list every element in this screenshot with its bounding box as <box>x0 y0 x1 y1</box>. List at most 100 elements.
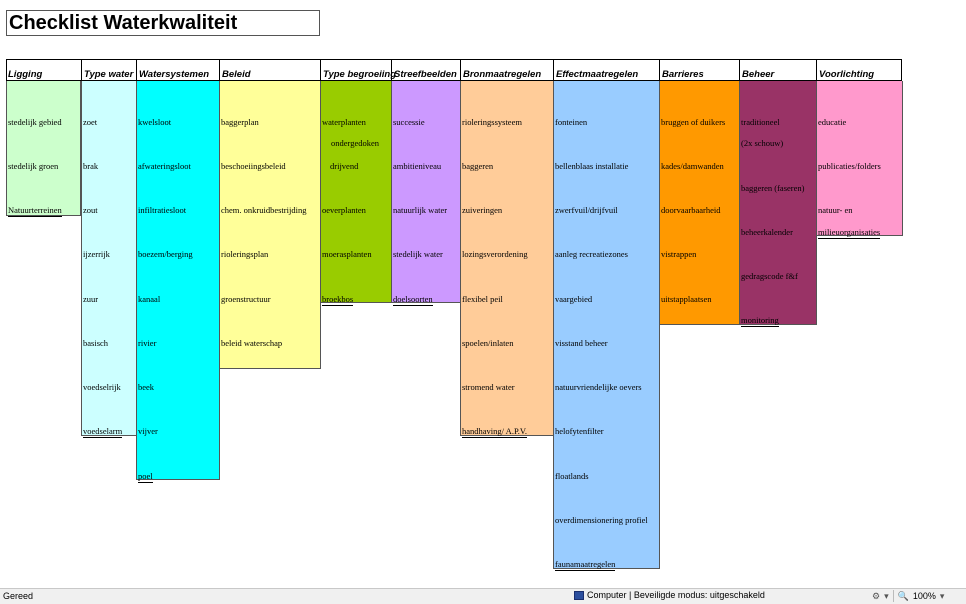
zoom-icon[interactable]: 🔍 <box>897 590 909 601</box>
checklist-item[interactable]: handhaving/ A.P.V. <box>462 426 528 438</box>
checklist-item[interactable]: Natuurterreinen <box>8 205 62 217</box>
checklist-item[interactable]: monitoring <box>741 315 779 327</box>
checklist-item[interactable]: kades/damwanden <box>661 161 724 171</box>
column-header-2[interactable]: Type water <box>81 59 136 81</box>
checklist-item[interactable]: kwelsloot <box>138 117 172 127</box>
checklist-item[interactable]: rioleringsplan <box>221 249 269 259</box>
checklist-item[interactable]: vaargebied <box>555 294 593 304</box>
checklist-item[interactable]: helofytenfilter <box>555 426 604 436</box>
checklist-item[interactable]: ijzerrijk <box>83 249 110 259</box>
checklist-item[interactable]: ondergedoken <box>331 138 379 148</box>
checklist-item[interactable]: voedselarm <box>83 426 123 438</box>
column-block-3[interactable]: kwelsloot afwateringsloot infiltratiesloot… <box>136 81 220 483</box>
checklist-item[interactable]: baggeren (faseren) <box>741 183 805 193</box>
checklist-item[interactable]: beleid waterschap <box>221 338 283 348</box>
zoom-dropdown-icon[interactable]: ▾ <box>939 590 945 601</box>
column-block-6[interactable]: successie ambitieniveau natuurlijk water st… <box>391 81 461 306</box>
column-block-2[interactable]: zoet brak zout ijzerrijk zuur basisch voedselr… <box>81 81 137 438</box>
checklist-item[interactable]: afwateringsloot <box>138 161 191 171</box>
checklist-item[interactable]: voedselrijk <box>83 382 121 392</box>
checklist-item[interactable]: basisch <box>83 338 109 348</box>
checklist-item[interactable]: zout <box>83 205 98 215</box>
checklist-item[interactable]: natuur- en <box>818 205 853 215</box>
column-header-8[interactable]: Effectmaatregelen <box>553 59 659 81</box>
checklist-item[interactable]: spoelen/inlaten <box>462 338 514 348</box>
checklist-item[interactable]: moerasplanten <box>322 249 372 259</box>
checklist-item[interactable]: successie <box>393 117 425 127</box>
checklist-item[interactable]: broekbos <box>322 294 354 306</box>
column-header-4[interactable]: Beleid <box>219 59 320 81</box>
column-block-9[interactable]: bruggen of duikers kades/damwanden doorvaa… <box>659 81 740 325</box>
checklist-item[interactable]: fonteinen <box>555 117 588 127</box>
checklist-item[interactable]: natuurvriendelijke oevers <box>555 382 642 392</box>
checklist-item[interactable]: baggeren <box>462 161 494 171</box>
checklist-item[interactable]: uitstapplaatsen <box>661 294 712 304</box>
checklist-item[interactable]: rivier <box>138 338 157 348</box>
dropdown-arrow-icon[interactable]: ▾ <box>884 590 889 601</box>
checklist-item[interactable]: drijvend <box>330 161 359 171</box>
checklist-item[interactable]: beek <box>138 382 155 392</box>
checklist-item[interactable]: stedelijk water <box>393 249 443 259</box>
checklist-item[interactable]: poel <box>138 471 153 483</box>
column-header-6[interactable]: Streefbeelden <box>391 59 460 81</box>
checklist-item[interactable]: milieuorganisaties <box>818 227 881 239</box>
checklist-item[interactable]: publicaties/folders <box>818 161 881 171</box>
security-zone[interactable]: Computer | Beveiligde modus: uitgeschake… <box>574 590 765 600</box>
checklist-item[interactable]: zwerfvuil/drijfvuil <box>555 205 618 215</box>
checklist-item[interactable]: aanleg recreatiezones <box>555 249 628 259</box>
checklist-item[interactable]: educatie <box>818 117 847 127</box>
column-header-3[interactable]: Watersystemen <box>136 59 219 81</box>
checklist-item[interactable]: bellenblaas installatie <box>555 161 629 171</box>
sheet-title-cell[interactable]: Checklist Waterkwaliteit <box>6 10 320 36</box>
checklist-item[interactable]: doorvaarbaarheid <box>661 205 721 215</box>
checklist-item[interactable]: baggerplan <box>221 117 259 127</box>
checklist-item[interactable]: bruggen of duikers <box>661 117 726 127</box>
checklist-item[interactable]: vijver <box>138 426 158 436</box>
column-header-5[interactable]: Type begroeiing <box>320 59 396 81</box>
checklist-item[interactable]: flexibel peil <box>462 294 503 304</box>
checklist-item[interactable]: lozingsverordening <box>462 249 528 259</box>
checklist-item[interactable]: visstand beheer <box>555 338 608 348</box>
checklist-item[interactable]: zuur <box>83 294 99 304</box>
column-header-9[interactable]: Barrieres <box>659 59 739 81</box>
checklist-item[interactable]: vistrappen <box>661 249 697 259</box>
column-header-10[interactable]: Beheer <box>739 59 816 81</box>
checklist-item[interactable]: overdimensionering profiel <box>555 515 648 525</box>
checklist-item[interactable]: ambitieniveau <box>393 161 442 171</box>
checklist-item[interactable]: gedragscode f&f <box>741 271 798 281</box>
checklist-item[interactable]: brak <box>83 161 99 171</box>
column-block-4[interactable]: baggerplan beschoeiingsbeleid chem. onkrui… <box>219 81 321 369</box>
checklist-item[interactable]: oeverplanten <box>322 205 366 215</box>
checklist-item[interactable]: floatlands <box>555 471 589 481</box>
checklist-item[interactable]: beheerkalender <box>741 227 793 237</box>
checklist-item[interactable]: stromend water <box>462 382 515 392</box>
checklist-item[interactable]: zuiveringen <box>462 205 503 215</box>
column-block-7[interactable]: rioleringssysteem baggeren zuiveringen lozi… <box>460 81 554 438</box>
checklist-item[interactable]: chem. onkruidbestrijding <box>221 205 307 215</box>
column-block-5[interactable]: waterplanten ondergedoken drijvend oeverpla… <box>320 81 392 306</box>
column-block-8[interactable]: fonteinen bellenblaas installatie zwerfvui… <box>553 81 660 571</box>
checklist-item[interactable]: stedelijk gebied <box>8 117 62 127</box>
checklist-item[interactable]: doelsoorten <box>393 294 433 306</box>
checklist-item[interactable]: zoet <box>83 117 98 127</box>
checklist-item[interactable]: rioleringssysteem <box>462 117 522 127</box>
zoom-level[interactable]: 100% <box>912 591 936 601</box>
checklist-item[interactable]: kanaal <box>138 294 161 304</box>
checklist-item[interactable]: (2x schouw) <box>741 138 784 148</box>
column-header-7[interactable]: Bronmaatregelen <box>460 59 553 81</box>
checklist-item[interactable]: stedelijk groen <box>8 161 59 171</box>
column-block-10[interactable]: traditioneel (2x schouw) baggeren (faseren… <box>739 81 817 327</box>
checklist-item[interactable]: groenstructuur <box>221 294 271 304</box>
checklist-item[interactable]: beschoeiingsbeleid <box>221 161 286 171</box>
column-header-1[interactable]: Ligging <box>6 59 80 81</box>
checklist-item[interactable]: waterplanten <box>322 117 366 127</box>
checklist-item[interactable]: traditioneel <box>741 117 780 127</box>
checklist-item[interactable]: faunamaatregelen <box>555 559 616 571</box>
column-block-11[interactable]: educatie publicaties/folders natuur- en mil… <box>816 81 903 239</box>
checklist-item[interactable]: boezem/berging <box>138 249 193 259</box>
column-header-11[interactable]: Voorlichting <box>816 59 902 81</box>
settings-icon[interactable]: ⚙ <box>872 590 881 601</box>
checklist-item[interactable]: infiltratiesloot <box>138 205 187 215</box>
checklist-item[interactable]: natuurlijk water <box>393 205 448 215</box>
